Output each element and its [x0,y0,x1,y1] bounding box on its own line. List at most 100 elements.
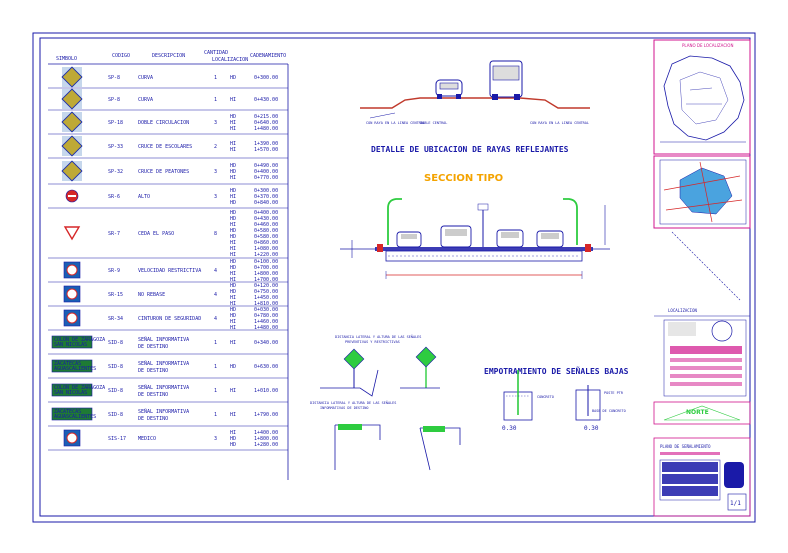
row-location: HD [230,259,236,265]
row-chainage: 1+010.00 [254,388,278,394]
row-chainage: 0+340.00 [254,340,278,346]
state-map [663,55,745,141]
pedestrian-crossing-sign-icon [61,160,83,182]
yield-sign-icon [63,226,81,241]
row-location: HI [230,222,236,228]
row-description: DE DESTINO [138,392,168,398]
row-quantity: 3 [214,194,217,200]
row-chainage: 0+100.00 [254,259,278,265]
reflective-stripes-detail: CON RAYA EN LA LINEA CENTRAL DOBLE CENTR… [360,60,590,154]
row-quantity: 4 [214,292,217,298]
row-quantity: 1 [214,412,217,418]
row-code: SP-8 [108,97,120,103]
svg-text:DISTANCIA LATERAL Y ALTURA DE: DISTANCIA LATERAL Y ALTURA DE LAS SEÑALE… [310,400,396,405]
row-location: HI [230,246,236,252]
row-chainage: 1+450.00 [254,295,278,301]
row-description: ALTO [138,194,150,200]
row-chainage: 0+750.00 [254,289,278,295]
row-location: HI [230,271,236,277]
row-chainage: 0+300.00 [254,75,278,81]
row-location: HD [230,436,236,442]
post-label: POSTE PTR [604,391,624,395]
row-description: VELOCIDAD RESTRICTIVA [138,268,201,274]
row-quantity: 3 [214,436,217,442]
map-title: PLANO DE LOCALIZACION [682,43,733,48]
row-chainage: 1+280.00 [254,442,278,448]
row-code: SR-7 [108,231,120,237]
section-cars [396,225,564,248]
row-location: HD [230,234,236,240]
row-chainage: 1+810.00 [254,301,278,307]
row-chainage: 1+390.00 [254,141,278,147]
row-code: SR-6 [108,194,120,200]
row-location: HI [230,97,236,103]
row-chainage: 0+630.00 [254,364,278,370]
board-line-1: ZACATECAS [54,361,81,367]
row-chainage: 0+840.00 [254,200,278,206]
row-chainage: 1+220.00 [254,252,278,258]
svg-text:INFORMATIVAS DE DESTINO: INFORMATIVAS DE DESTINO [320,406,368,410]
section-title: SECCION TIPO [424,173,503,184]
row-description: DE DESTINO [138,344,168,350]
row-location: HI [230,325,236,331]
row-chainage: 0+030.00 [254,307,278,313]
inner-frame [39,37,751,517]
row-location: HD [230,442,236,448]
row-description: DE DESTINO [138,368,168,374]
header-cantidad: CANTIDAD [204,50,228,56]
base-label: BASE DE CONCRETO [592,409,626,413]
row-chainage: 1+400.00 [254,430,278,436]
row-chainage: 1+790.00 [254,412,278,418]
row-description: SEÑAL INFORMATIVA [138,336,189,343]
car-front-icon [435,79,463,99]
row-quantity: 2 [214,144,217,150]
row-location: HI [230,412,236,418]
row-quantity: 8 [214,231,217,237]
north-label: NORTE [686,409,709,416]
row-location: HD [230,289,236,295]
row-description: DE DESTINO [138,416,168,422]
row-chainage: 0+640.00 [254,120,278,126]
svg-text:PREVENTIVAS Y RESTRICTIVAS: PREVENTIVAS Y RESTRICTIVAS [345,340,400,344]
medical-service-sign-icon [63,429,81,447]
row-chainage: 0+400.00 [254,169,278,175]
outer-frame [32,32,756,523]
row-quantity: 4 [214,316,217,322]
row-chainage: 1+480.00 [254,126,278,132]
row-chainage: 0+580.00 [254,228,278,234]
seatbelt-sign-icon [63,309,81,327]
map-box [653,39,751,155]
sheet-number: 1/1 [730,500,741,507]
row-location: HI [230,141,236,147]
plan-title: PLANO DE SEÑALAMIENTO [660,444,711,449]
row-chainage: 0+770.00 [254,175,278,181]
right-stripe-note: CON RAYA EN LA LINEA CENTRAL [530,121,589,125]
board-line-1: ZACATECAS [54,409,81,415]
post-sign-right-icon [415,346,437,368]
row-location: HD [230,283,236,289]
left-stripe-note: CON RAYA EN LA LINEA CENTRAL [366,121,425,125]
row-chainage: 1+480.00 [254,325,278,331]
row-location: HI [230,295,236,301]
row-chainage: 0+430.00 [254,216,278,222]
row-code: SR-15 [108,292,123,298]
row-quantity: 1 [214,340,217,346]
post-sign-left-icon [343,348,365,370]
typical-section: SECCION TIPO [340,173,610,279]
row-location: HI [230,175,236,181]
row-chainage: 0+430.00 [254,97,278,103]
row-location: HI [230,194,236,200]
